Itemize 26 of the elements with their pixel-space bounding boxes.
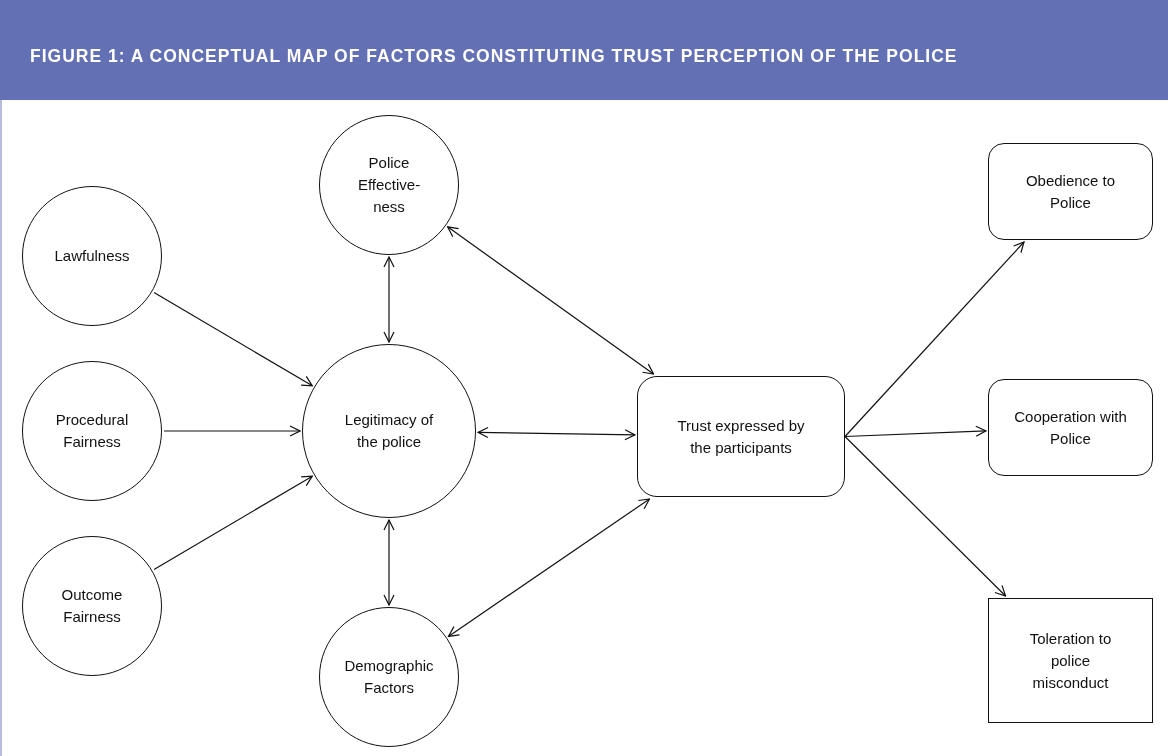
node-label: Procedural Fairness bbox=[54, 410, 130, 452]
node-label: Police Effective- ness bbox=[356, 153, 422, 217]
node-label: Outcome Fairness bbox=[60, 585, 124, 627]
node-label: Toleration to police misconduct bbox=[1028, 628, 1113, 693]
arrow bbox=[447, 498, 651, 637]
arrow bbox=[153, 291, 313, 387]
node-label: Obedience to Police bbox=[1024, 170, 1117, 213]
arrow bbox=[383, 256, 395, 343]
node-label: Lawfulness bbox=[53, 246, 131, 266]
node-label: Cooperation with Police bbox=[1013, 406, 1128, 449]
outcome-box bbox=[637, 376, 845, 497]
arrow bbox=[446, 226, 655, 375]
arrow bbox=[844, 241, 1025, 438]
arrow bbox=[477, 426, 636, 441]
outcome-box bbox=[988, 379, 1153, 476]
figure-title: FIGURE 1: A CONCEPTUAL MAP OF FACTORS CONSTITUTING TRUST PERCEPTION OF THE POLICE bbox=[30, 46, 958, 67]
arrow bbox=[163, 425, 301, 437]
arrow bbox=[844, 435, 1007, 597]
outcome-box bbox=[988, 143, 1153, 240]
outcome-box bbox=[988, 598, 1153, 723]
arrow bbox=[153, 475, 313, 571]
node-label: Demographic Factors bbox=[343, 656, 435, 698]
node-label: Trust expressed by the participants bbox=[676, 415, 806, 458]
arrow bbox=[383, 519, 395, 606]
arrow bbox=[844, 425, 987, 438]
node-label: Legitimacy of the police bbox=[344, 410, 434, 452]
